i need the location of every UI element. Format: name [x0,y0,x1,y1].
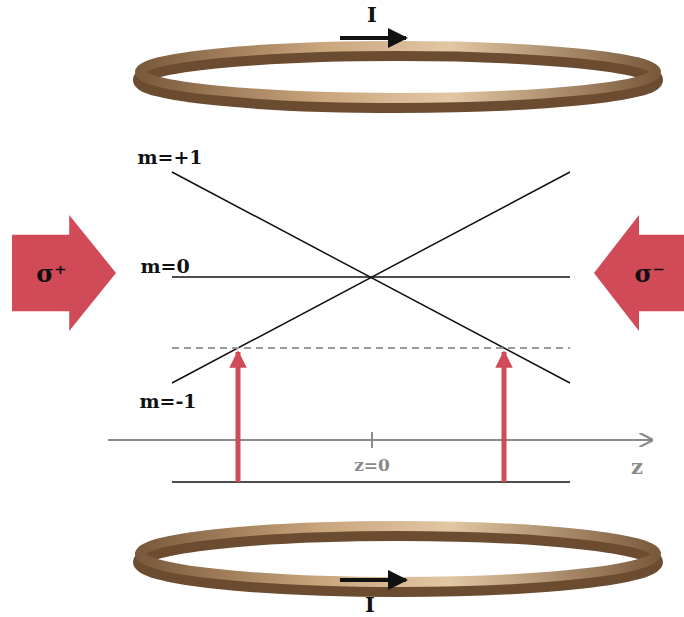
axis-label: z=0 [354,455,390,475]
laser-detuning-line [172,347,570,349]
laser-beam-arrow: σ⁻ [594,215,684,331]
level-label: m=+1 [137,146,202,168]
block-arrow-fill [594,215,684,331]
transition-arrow [502,352,507,482]
transition-arrow [236,352,241,482]
block-arrow-fill [12,215,116,331]
current-arrow [340,578,406,582]
bottom-coil [140,526,656,590]
level-line [172,172,570,383]
level-line [172,172,570,383]
laser-beam-arrow: σ⁺ [12,215,116,331]
top-coil [140,46,656,106]
current-label: I [367,2,377,27]
level-line [172,276,570,278]
current-label: I [365,592,375,617]
polarization-label: σ⁺ [36,259,66,288]
z-axis [108,439,652,441]
axis-label: z [631,454,643,479]
current-arrow [340,36,406,40]
level-label: m=-1 [139,390,196,412]
level-label: m=0 [140,255,189,277]
axis-tick [371,432,373,448]
ground-level [172,481,570,483]
polarization-label: σ⁻ [635,259,665,288]
